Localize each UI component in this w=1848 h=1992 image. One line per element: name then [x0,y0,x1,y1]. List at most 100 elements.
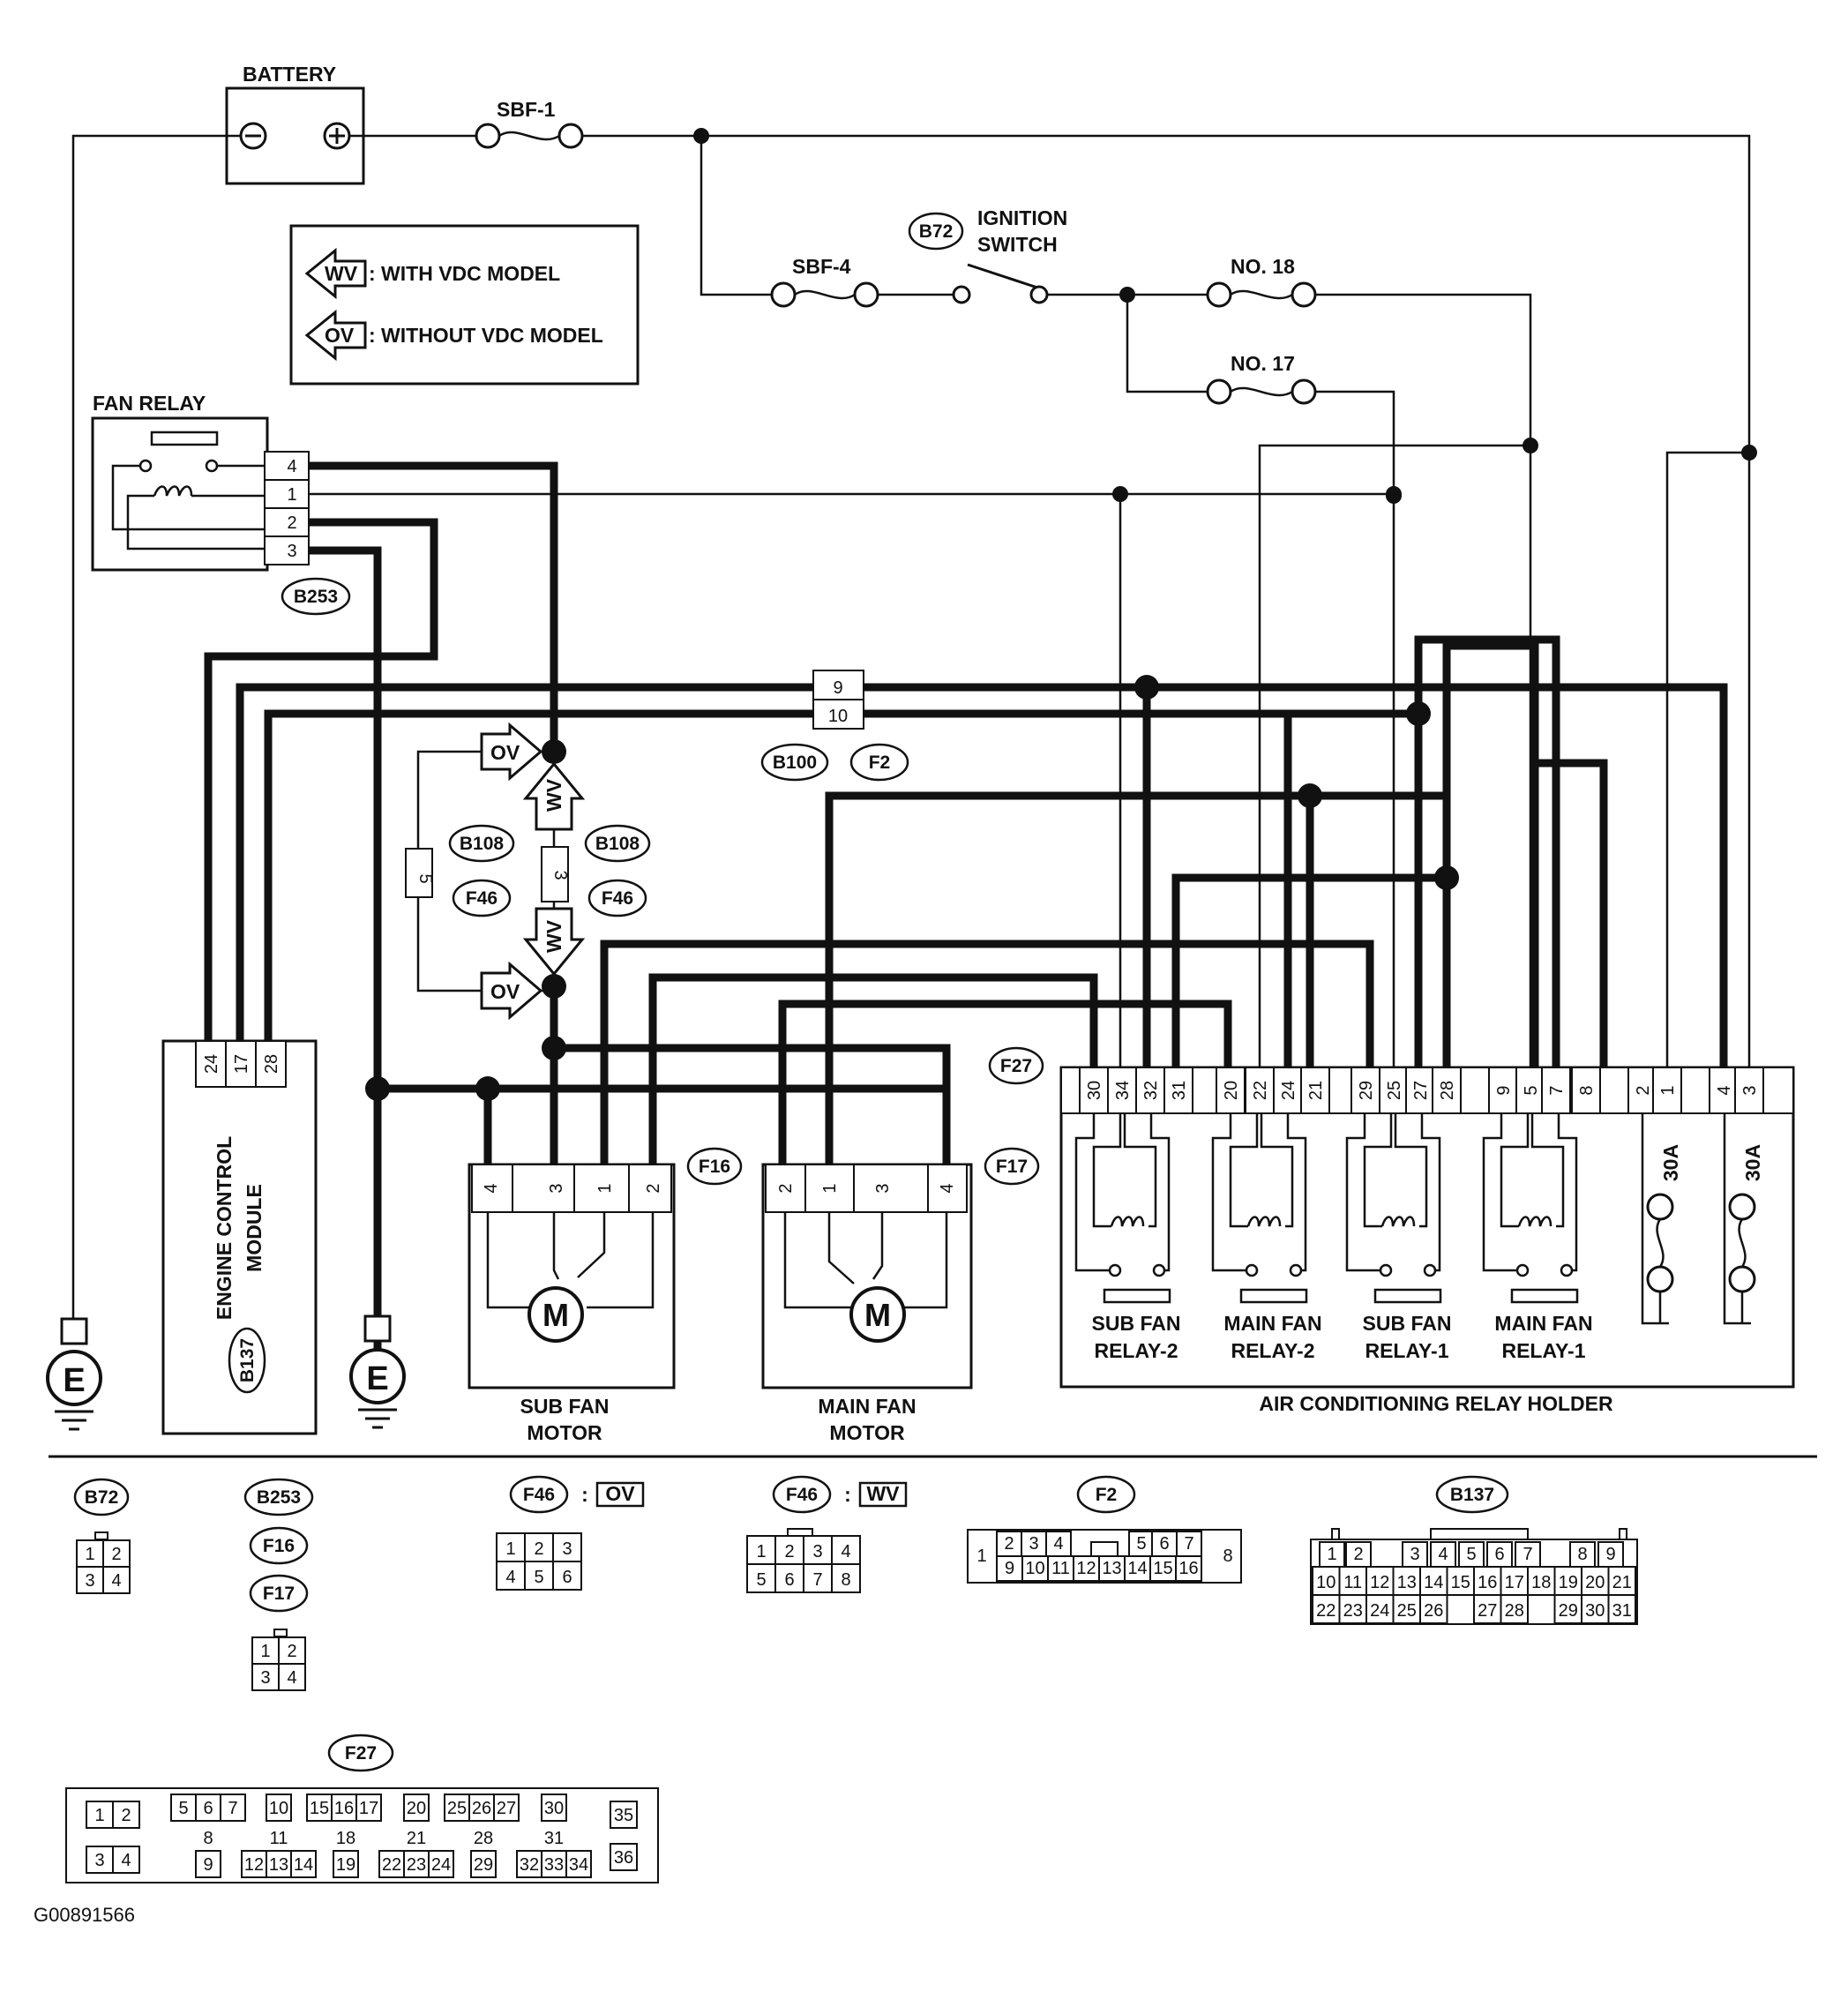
battery-label: BATTERY [243,63,336,86]
svg-text:14: 14 [294,1855,313,1875]
svg-text:5: 5 [1522,1085,1541,1095]
svg-text:5: 5 [1136,1534,1146,1554]
svg-text:29: 29 [474,1855,493,1875]
svg-text:19: 19 [1559,1573,1578,1592]
svg-text:6: 6 [203,1799,213,1818]
svg-text:3: 3 [547,1183,566,1193]
svg-text:3: 3 [873,1183,893,1193]
svg-text:28: 28 [1438,1081,1457,1100]
f27-connector-tag [988,1046,1044,1085]
svg-text:11: 11 [1051,1559,1070,1578]
svg-text:F27: F27 [345,1743,377,1764]
svg-text:26: 26 [1424,1601,1443,1621]
f27-pin [1709,1067,1739,1114]
b137-face-tag [1435,1475,1509,1514]
f17-face-tag [249,1574,309,1613]
ground-left: E [46,1317,102,1431]
ecm-connector: 24 17 28 [195,1040,287,1088]
svg-text:16: 16 [1178,1559,1198,1578]
svg-text:12: 12 [1370,1573,1389,1592]
svg-text:6: 6 [784,1570,794,1590]
svg-text:14: 14 [1127,1559,1147,1578]
no18-fuse [1206,281,1232,308]
svg-text:10: 10 [1316,1573,1335,1592]
figure-id: G00891566 [34,1904,135,1926]
f17-connector-tag [984,1147,1040,1186]
svg-text:27: 27 [1478,1601,1497,1621]
svg-text::: : [581,1483,588,1506]
fan-relay-pin4-wire [309,461,558,745]
svg-text:M: M [542,1297,569,1333]
svg-text::: : [844,1483,851,1506]
svg-text:2: 2 [644,1183,663,1193]
svg-text:3: 3 [562,1539,572,1559]
svg-text:27: 27 [497,1799,516,1818]
svg-text:30: 30 [544,1799,564,1818]
legend-ov-text: : WITHOUT VDC MODEL [369,324,603,347]
f27-pin [1652,1067,1682,1114]
ov-arrow-bottom [480,961,543,1021]
svg-text:1: 1 [1327,1545,1336,1564]
fan-relay-label: FAN RELAY [93,392,206,415]
svg-text:31: 31 [1170,1081,1189,1100]
svg-text:22: 22 [382,1855,401,1875]
svg-text:3: 3 [1029,1534,1038,1554]
sub-fan-relay-1-label-1: SUB FAN [1363,1312,1452,1335]
svg-text:28: 28 [1505,1601,1524,1621]
f27-pin [1300,1067,1330,1114]
svg-text:10: 10 [269,1799,288,1818]
b100-connector-tag [760,743,829,782]
svg-text:34: 34 [1113,1081,1133,1100]
svg-text:13: 13 [269,1855,288,1875]
svg-text:F46: F46 [602,888,633,909]
ac-relay-holder-label: AIR CONDITIONING RELAY HOLDER [1259,1392,1613,1415]
svg-text:30: 30 [1585,1601,1605,1621]
svg-text:24: 24 [431,1855,451,1875]
legend-ov-arrow [304,309,367,362]
svg-text:28: 28 [474,1829,493,1848]
main-fan-motor-symbol [849,1286,906,1343]
svg-text:1: 1 [85,1545,94,1564]
f27-pin [1627,1067,1657,1114]
ignition-switch [952,285,971,304]
svg-text:F17: F17 [996,1157,1028,1177]
svg-text:21: 21 [1306,1081,1326,1100]
svg-text:4: 4 [121,1851,131,1870]
sub-fan-relay-1-label-2: RELAY-1 [1365,1339,1448,1362]
svg-text:5: 5 [534,1568,543,1587]
legend-wv-arrow [304,247,367,300]
f16-face-tag [249,1526,309,1565]
svg-text:15: 15 [1153,1559,1172,1578]
svg-text:17: 17 [232,1054,251,1074]
svg-text:25: 25 [447,1799,467,1818]
svg-text:7: 7 [1184,1534,1193,1554]
svg-text:OV: OV [490,980,520,1003]
legend-wv-text: : WITH VDC MODEL [369,262,560,285]
svg-text:31: 31 [1612,1601,1632,1621]
svg-text:OV: OV [490,741,520,764]
svg-text:3: 3 [550,870,570,880]
svg-text:F46: F46 [523,1485,555,1505]
svg-text:13: 13 [1397,1573,1417,1592]
svg-text:11: 11 [1343,1573,1362,1592]
svg-text:F2: F2 [1096,1485,1118,1505]
sub-fan-relay-2-label-1: SUB FAN [1092,1312,1181,1335]
svg-text:10: 10 [828,707,848,726]
ov-arrow-top [480,722,543,782]
svg-text:B137: B137 [1450,1485,1494,1505]
ecm-label-1: ENGINE CONTROL [213,1136,236,1320]
svg-text:2: 2 [784,1542,794,1561]
b253-tag-text: B253 [294,587,338,607]
sbf4-label: SBF-4 [792,255,851,278]
svg-text:3: 3 [1740,1085,1760,1095]
b108-connector-tag-left [448,824,515,863]
svg-text:4: 4 [841,1542,850,1561]
f16-connector: 4 3 1 2 [471,1164,672,1213]
svg-text:2: 2 [111,1545,121,1564]
fan-relay-pin-4: 4 [287,457,296,476]
f27-pin [1432,1067,1462,1114]
f46-wv-face-tag [772,1475,832,1514]
svg-text:26: 26 [472,1799,491,1818]
b108-connector-tag-right [584,824,651,863]
